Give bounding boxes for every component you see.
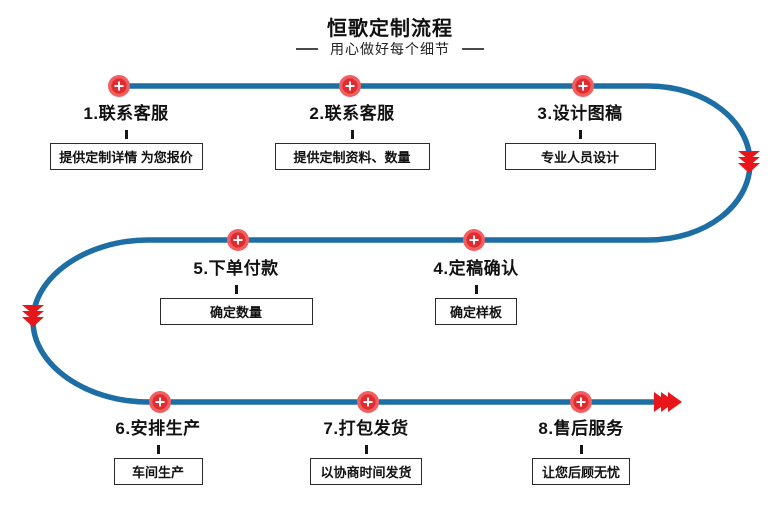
step-3: 3.设计图稿 专业人员设计 [500,102,660,170]
step-description-box: 以协商时间发货 [310,458,422,485]
step-description-box: 提供定制详情 为您报价 [49,143,203,170]
step-description-box: 专业人员设计 [504,143,656,170]
connector-line [578,130,582,139]
subtitle-dash-right [462,48,484,50]
step-description-box: 车间生产 [113,458,203,485]
step-2: 2.联系客服 提供定制资料、数量 [272,102,432,170]
step-description-box: 提供定制资料、数量 [274,143,430,170]
step-label: 2.联系客服 [309,104,395,123]
subtitle: 用心做好每个细节 [0,40,780,58]
step-description-box: 让您后顾无忧 [532,458,630,485]
step-6: 6.安排生产 车间生产 [103,417,213,485]
step-4: 4.定稿确认 确定样板 [421,257,531,325]
flow-path-line [30,83,753,405]
step-description-box: 确定数量 [159,298,313,325]
step-label: 7.打包发货 [323,419,409,438]
step-8: 8.售后服务 让您后顾无忧 [526,417,636,485]
subtitle-dash-left [296,48,318,50]
step-1: 1.联系客服 提供定制详情 为您报价 [46,102,206,170]
connector-line [156,445,160,454]
arrow-right-icon [654,392,682,412]
arrow-down-icon [738,151,760,173]
page-title: 恒歌定制流程 [327,18,453,40]
step-description-box: 确定样板 [435,298,517,325]
connector-line [579,445,583,454]
subtitle-text: 用心做好每个细节 [330,41,450,57]
connector-line [474,285,478,294]
step-label: 6.安排生产 [115,419,201,438]
step-label: 1.联系客服 [83,104,169,123]
connector-line [364,445,368,454]
step-label: 8.售后服务 [538,419,624,438]
step-label: 4.定稿确认 [433,259,519,278]
arrow-down-icon [22,305,44,327]
step-label: 3.设计图稿 [537,104,623,123]
step-5: 5.下单付款 确定数量 [156,257,316,325]
connector-line [124,130,128,139]
step-label: 5.下单付款 [193,259,279,278]
step-7: 7.打包发货 以协商时间发货 [306,417,426,485]
connector-line [350,130,354,139]
connector-line [234,285,238,294]
